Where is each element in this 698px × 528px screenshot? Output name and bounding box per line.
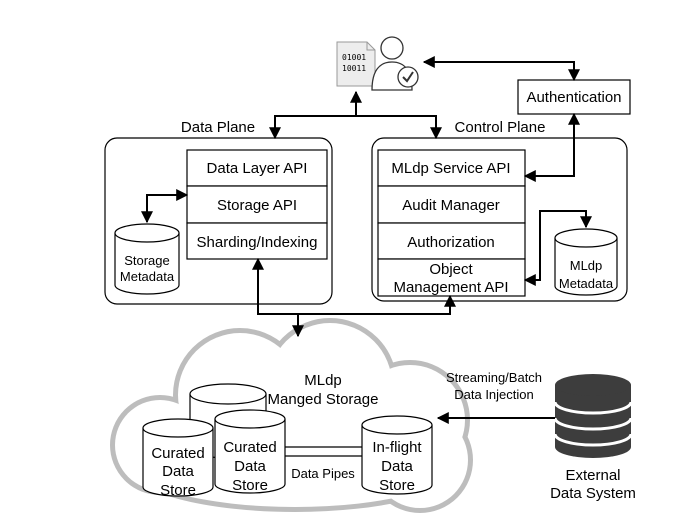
object-management-api-label-1: Object xyxy=(429,261,473,278)
curated-store-1-line-1: Curated xyxy=(151,445,204,462)
mldp-metadata-label-2: Metadata xyxy=(559,276,614,291)
inflight-store-line-3: Store xyxy=(379,477,415,494)
mldp-metadata-label-1: MLdp xyxy=(570,258,603,273)
binary-text-bottom: 10011 xyxy=(342,64,366,73)
ingestion-label-2: Data Injection xyxy=(454,387,534,402)
curated-store-2-line-2: Data xyxy=(234,458,266,475)
curated-store-2-line-3: Store xyxy=(232,477,268,494)
storage-title-line-1: MLdp xyxy=(304,372,342,389)
external-system-line-2: Data System xyxy=(550,485,636,502)
mldp-service-api-label: MLdp Service API xyxy=(391,160,510,177)
inflight-store-line-2: Data xyxy=(381,458,413,475)
connectors xyxy=(141,56,592,424)
database-stack-icon xyxy=(553,374,633,458)
authentication-box xyxy=(517,79,631,115)
authentication-label: Authentication xyxy=(526,89,621,106)
user-verified-icon: 01001 10011 xyxy=(336,36,419,91)
audit-manager-label: Audit Manager xyxy=(402,197,500,214)
storage-metadata-label-1: Storage xyxy=(124,253,170,268)
storage-api-box xyxy=(186,185,328,224)
data-pipes-label: Data Pipes xyxy=(291,466,355,481)
storage-api-label: Storage API xyxy=(217,197,297,214)
data-layer-api-label: Data Layer API xyxy=(207,160,308,177)
audit-manager-box xyxy=(377,185,526,224)
inflight-data-store-cylinder xyxy=(361,415,433,495)
binary-text-top: 01001 xyxy=(342,53,366,62)
data-layer-api-box xyxy=(186,149,328,187)
storage-title-line-2: Manged Storage xyxy=(268,391,379,408)
external-system-line-1: External xyxy=(565,467,620,484)
authorization-box xyxy=(377,222,526,260)
curated-store-1-line-3: Store xyxy=(160,482,196,499)
inflight-store-line-1: In-flight xyxy=(372,439,422,456)
sharding-indexing-label: Sharding/Indexing xyxy=(197,234,318,251)
object-management-api-label-2: Management API xyxy=(393,279,508,296)
curated-data-store-2-cylinder xyxy=(214,409,286,494)
curated-store-1-line-2: Data xyxy=(162,463,194,480)
data-pipes xyxy=(285,446,362,457)
storage-metadata-cylinder xyxy=(114,223,180,295)
control-plane-title: Control Plane xyxy=(455,119,546,136)
ingestion-label-1: Streaming/Batch xyxy=(446,370,542,385)
curated-store-2-line-1: Curated xyxy=(223,439,276,456)
curated-data-store-1-cylinder xyxy=(142,418,214,497)
authorization-label: Authorization xyxy=(407,234,495,251)
storage-metadata-label-2: Metadata xyxy=(120,269,175,284)
data-plane-title: Data Plane xyxy=(181,119,255,136)
